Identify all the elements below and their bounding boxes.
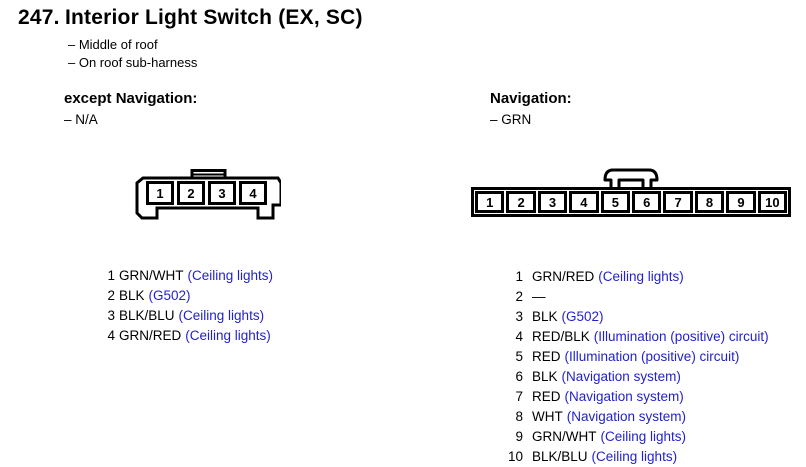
pin-cavity-8: 8 [694,191,725,213]
pin-row: 3 BLK/BLU (Ceiling lights) [100,306,273,326]
item-number: 247. [18,6,60,29]
wire-color: — [532,289,546,304]
pin-cavity-6: 6 [632,191,662,213]
circuit-description: (Ceiling lights) [598,269,684,284]
wire-color: WHT [532,409,563,424]
pin-list-navigation: 1 GRN/RED (Ceiling lights) 2 — 3 BLK (G5… [505,267,769,467]
connector-diagram-4pin: 1 2 3 4 [131,167,281,224]
pin-row: 9 GRN/WHT (Ceiling lights) [505,427,769,447]
pin-row: 10 BLK/BLU (Ceiling lights) [505,447,769,467]
pin-number: 4 [515,329,523,344]
location-note-line: – Middle of roof [68,37,158,52]
connector-pin-cavities: 1 2 3 4 [146,181,267,205]
pin-row: 5 RED (Illumination (positive) circuit) [505,347,769,367]
wire-color: GRN/WHT [119,268,184,283]
circuit-description: (Ceiling lights) [600,429,687,444]
pin-number: 1 [515,269,523,284]
pin-number: 1 [107,268,115,283]
section-heading-except-navigation: except Navigation: [64,90,198,107]
pin-cavity-3: 3 [208,181,236,205]
location-notes: – Middle of roof – On roof sub-harness [68,36,197,72]
pin-number: 4 [107,328,115,343]
wire-color: RED/BLK [532,329,590,344]
pin-number: 2 [107,288,115,303]
pin-row: 3 BLK (G502) [505,307,769,327]
circuit-description: (G502) [148,288,191,303]
pin-row: 2 BLK (G502) [100,286,273,306]
pin-cavity-7: 7 [663,191,693,213]
pin-cavity-2: 2 [506,191,536,213]
pin-cavity-9: 9 [726,191,756,213]
pin-cavity-1: 1 [146,181,174,205]
pin-number: 9 [515,429,523,444]
connector-diagram-10pin: 1 2 3 4 5 6 7 8 9 10 [471,167,793,219]
pin-cavity-3: 3 [537,191,568,213]
pin-row: 1 GRN/RED (Ceiling lights) [505,267,769,287]
pin-row: 2 — [505,287,769,307]
pin-number: 2 [515,289,523,304]
wire-color: GRN/WHT [532,429,597,444]
circuit-description: (Illumination (positive) circuit) [564,349,740,364]
section-heading-navigation: Navigation: [490,90,572,107]
circuit-description: (Ceiling lights) [187,268,274,283]
wire-color: RED [532,349,561,364]
pin-row: 8 WHT (Navigation system) [505,407,769,427]
pin-number: 3 [515,309,523,324]
circuit-description: (G502) [561,309,604,324]
pin-cavity-2: 2 [177,181,205,205]
wire-color: GRN/RED [119,328,182,343]
pin-cavity-4: 4 [569,191,599,213]
wire-color: GRN/RED [532,269,595,284]
circuit-description: (Navigation system) [561,369,681,384]
circuit-description: (Navigation system) [564,389,684,404]
circuit-description: (Illumination (positive) circuit) [593,329,769,344]
pin-row: 4 RED/BLK (Illumination (positive) circu… [505,327,769,347]
section-note-except-navigation: – N/A [64,112,98,127]
wire-color: RED [532,389,561,404]
pin-number: 3 [107,308,115,323]
location-note-line: – On roof sub-harness [68,55,198,70]
pin-cavity-4: 4 [239,181,267,205]
connector-latch-tab [603,168,659,191]
pin-number: 7 [515,389,523,404]
wire-color: BLK/BLU [532,449,588,464]
circuit-description: (Ceiling lights) [185,328,271,343]
pin-row: 7 RED (Navigation system) [505,387,769,407]
pin-number: 5 [515,349,523,364]
pin-number: 10 [507,449,523,464]
pin-cavity-1: 1 [475,191,505,213]
circuit-description: (Ceiling lights) [591,449,678,464]
wire-color: BLK/BLU [119,308,175,323]
item-title-text: Interior Light Switch (EX, SC) [65,6,363,29]
pin-cavity-10: 10 [757,191,788,213]
wire-color: BLK [532,309,558,324]
wire-color: BLK [532,369,558,384]
connector-housing-outline: 1 2 3 4 5 6 7 8 9 10 [471,187,791,217]
pin-row: 6 BLK (Navigation system) [505,367,769,387]
circuit-description: (Ceiling lights) [178,308,265,323]
connector-latch-10pin-drawing [603,168,659,191]
pin-row: 1 GRN/WHT (Ceiling lights) [100,266,273,286]
wire-color: BLK [119,288,145,303]
pin-number: 8 [515,409,523,424]
circuit-description: (Navigation system) [566,409,687,424]
pin-list-except-navigation: 1 GRN/WHT (Ceiling lights) 2 BLK (G502) … [100,266,273,346]
page-title: 247.Interior Light Switch (EX, SC) [18,6,363,30]
pin-number: 6 [515,369,523,384]
pin-cavity-5: 5 [600,191,631,213]
pin-row: 4 GRN/RED (Ceiling lights) [100,326,273,346]
section-note-navigation: – GRN [490,112,532,127]
